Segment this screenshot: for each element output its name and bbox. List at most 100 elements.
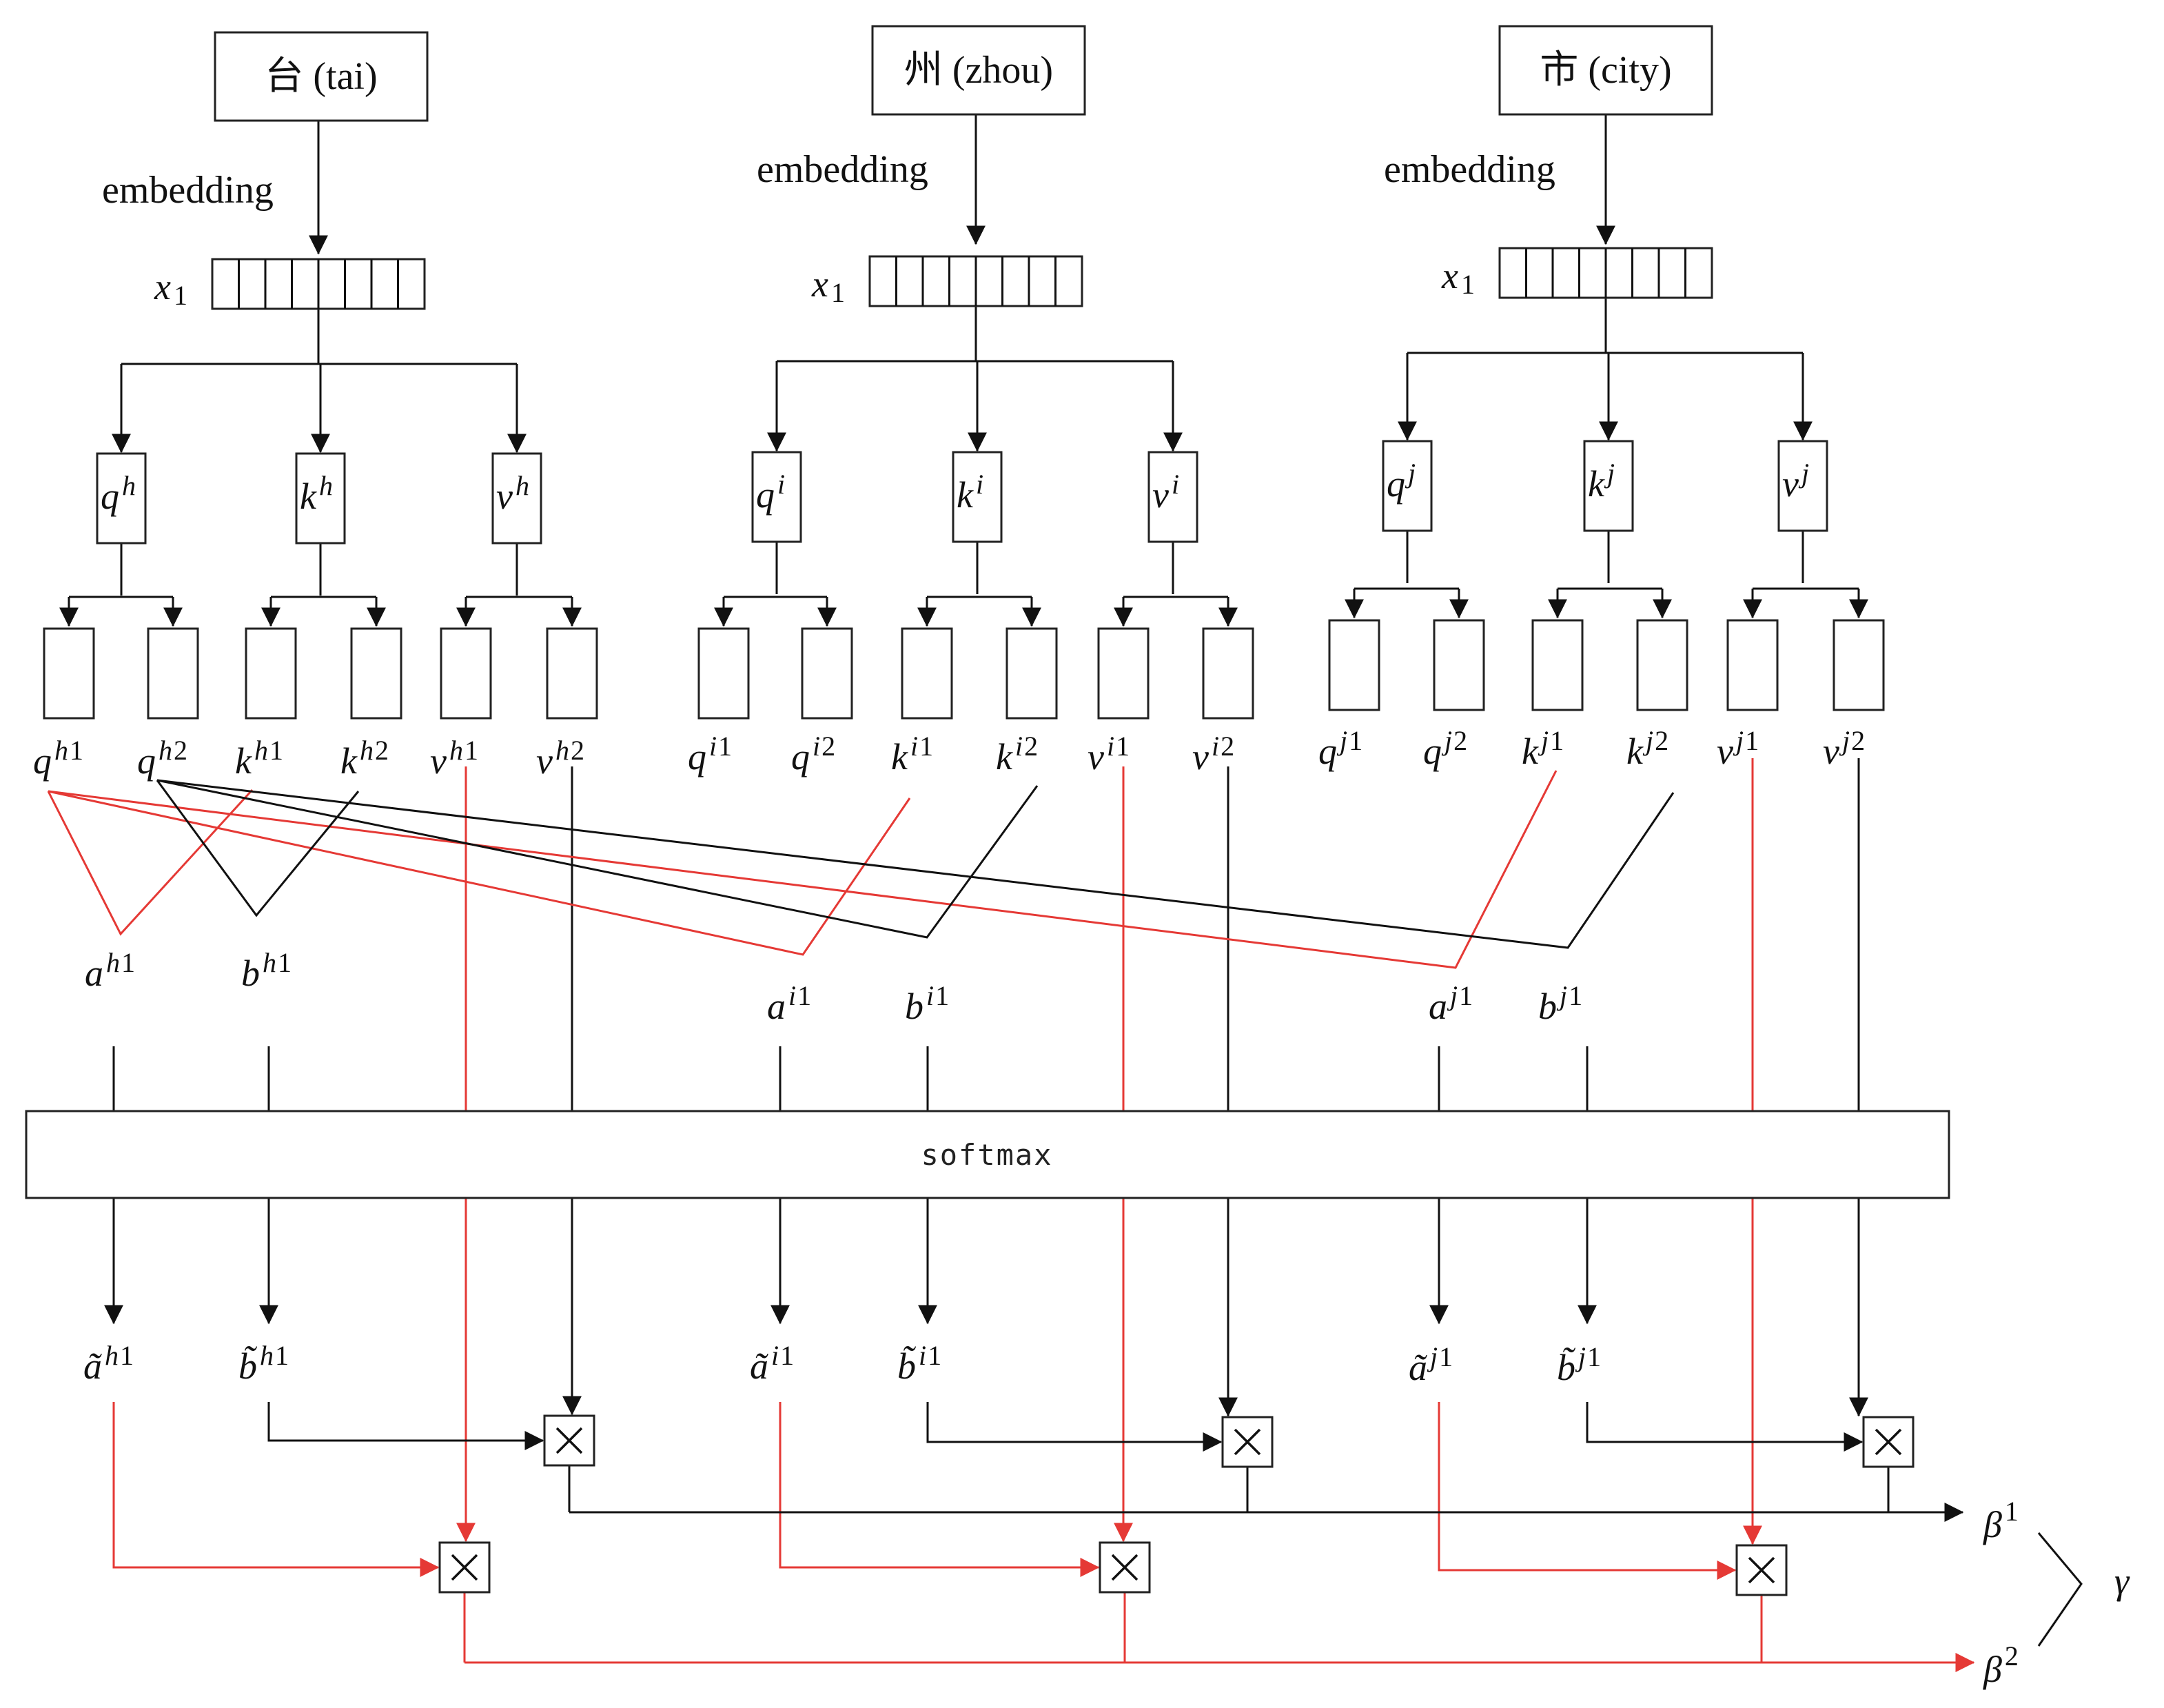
multiply-icon [451,1554,478,1581]
connection-lines [47,114,2083,1672]
q-vector-box [1382,440,1433,532]
softmax-bar [25,1110,1950,1199]
b-score-black [156,779,1039,939]
b-score-black [156,780,360,917]
b-tilde-label: b̃j1 [1557,1341,1601,1388]
k-vector-box [952,451,1003,543]
v-split-box [1097,627,1150,720]
word-box [214,31,429,122]
v-split-box [440,627,492,720]
v-split-box [1833,619,1885,711]
v-split-box [1726,619,1779,711]
embedding-label: embedding [102,169,274,212]
k-split-box [1531,619,1584,711]
k-split-box [245,627,297,720]
multiply-icon [1748,1556,1775,1584]
v-vector-box [1147,451,1198,543]
embedding-label: embedding [1384,148,1555,191]
b-tilde-label: b̃i1 [897,1340,941,1387]
v-split-box [546,627,598,720]
q-vector-box [751,451,802,543]
multiply-icon [1875,1428,1902,1456]
q-split-box [1433,619,1485,711]
a-score-red [48,770,1558,969]
word-label: 州 (zhou) [904,49,1053,92]
word-box [871,25,1086,116]
q-split-box [147,627,199,720]
multiply-icon [1234,1428,1261,1456]
q-split-box [1328,619,1380,711]
multiply-icon [1111,1554,1139,1581]
q-vector-box [96,452,147,545]
softmax-label: softmax [921,1138,1052,1172]
word-label: 市 (city) [1540,49,1671,92]
b-tilde-to-mult [267,1402,544,1450]
k-vector-box [295,452,346,545]
a-tilde-to-mult [1438,1402,1737,1580]
multiply-icon [555,1427,583,1454]
embedding-label: embedding [757,148,928,191]
v-vector-box [1777,440,1828,532]
a-tilde-to-mult [112,1402,440,1577]
q-split-box [697,627,750,720]
diagram-nodes [25,25,1950,1596]
word-label: 台 (tai) [265,55,377,98]
a-tilde-to-mult [779,1402,1100,1577]
b-tilde-label: b̃h1 [238,1340,289,1387]
k-vector-box [1583,440,1634,532]
v-vector-box [491,452,542,545]
a-score-red [48,790,911,956]
gamma-bracket [2037,1532,2083,1647]
b-score-black [156,779,1675,949]
k-split-box [1006,627,1058,720]
b-tilde-to-mult [926,1402,1223,1452]
gamma-label: γ [2114,1560,2130,1602]
v-split-box [1202,627,1254,720]
q-split-box [43,627,95,720]
k-split-box [901,627,953,720]
b-tilde-to-mult [1586,1402,1864,1452]
q-split-box [801,627,853,720]
a-score-red [47,789,254,936]
